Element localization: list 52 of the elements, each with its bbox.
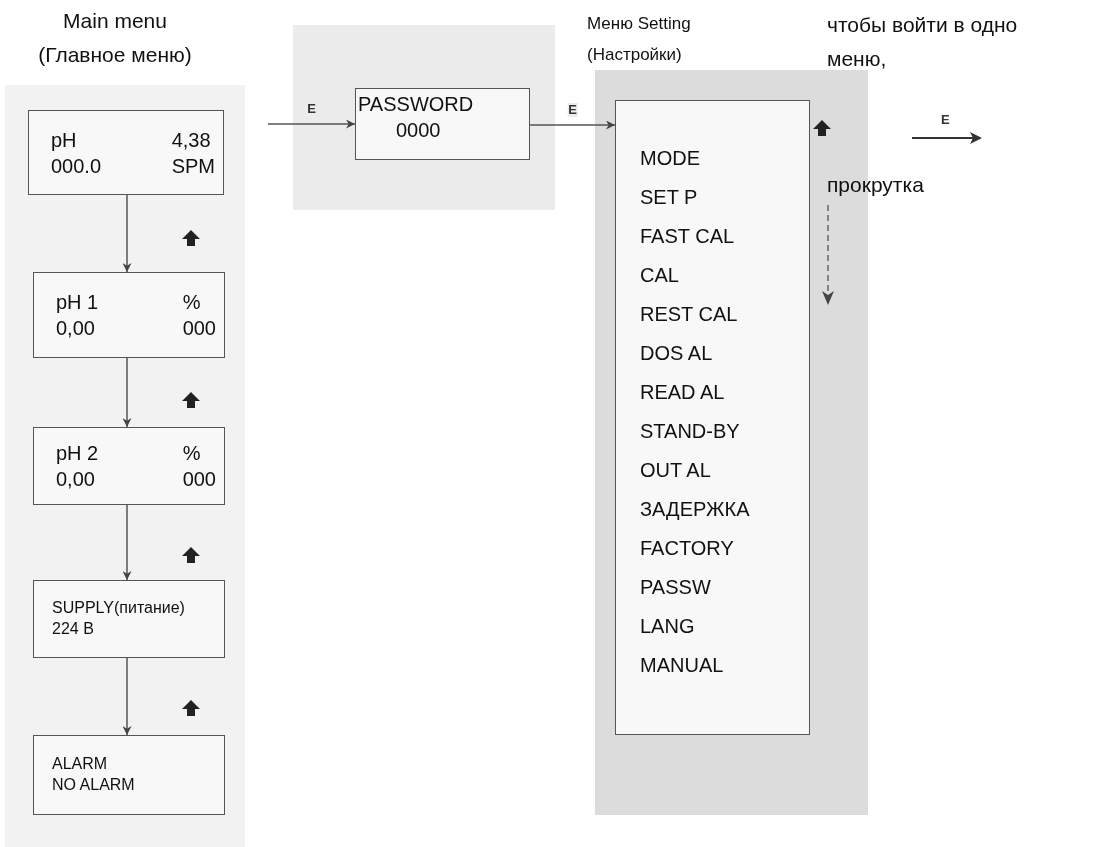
menu-item: PASSW	[640, 575, 712, 600]
arrow	[122, 657, 132, 736]
menu-item: READ AL	[640, 380, 726, 405]
display-text: SUPPLY(питание)	[52, 598, 186, 619]
note-text: чтобы войти в одно меню,	[827, 12, 1019, 72]
arrow	[529, 120, 616, 130]
display-text: pH 2	[56, 441, 100, 466]
display-text: pH	[51, 127, 78, 153]
display-screen	[355, 88, 530, 160]
heading: Main menu (Главное меню)	[37, 8, 193, 68]
arrow	[267, 119, 356, 129]
display-text: 4,38	[171, 127, 212, 153]
heading: Меню Setting (Настройки)	[587, 13, 692, 67]
display-text: NO ALARM	[52, 775, 136, 795]
display-text: 000.0	[51, 153, 103, 179]
menu-item: CAL	[640, 263, 680, 288]
menu-item: LANG	[640, 614, 696, 639]
display-text: %	[182, 441, 202, 466]
arrow	[122, 357, 132, 428]
display-text: 0,00	[56, 316, 96, 341]
menu-item: STAND-BY	[640, 419, 741, 444]
display-text: 000	[182, 316, 216, 341]
menu-item: SET P	[640, 185, 699, 210]
display-text: pH 1	[56, 290, 100, 315]
display-text: PASSWORD	[358, 92, 475, 117]
display-text: ALARM	[52, 754, 109, 775]
edge-label: E	[567, 103, 578, 117]
display-screen	[33, 427, 225, 505]
display-text: %	[182, 290, 202, 315]
display-text: 0000	[396, 118, 442, 143]
display-text: 224 В	[52, 619, 95, 639]
arrow-label: E	[941, 111, 951, 129]
note-text: прокрутка	[827, 172, 925, 198]
arrow	[122, 504, 132, 581]
display-screen	[33, 735, 225, 815]
arrow	[122, 194, 132, 273]
menu-item: FACTORY	[640, 536, 735, 561]
edge-label: E	[306, 102, 317, 116]
menu-item: FAST CAL	[640, 224, 736, 249]
display-text: 0,00	[56, 467, 96, 492]
display-screen	[28, 110, 224, 195]
settings-menu-list	[615, 100, 810, 735]
display-screen	[33, 272, 225, 358]
menu-item: DOS AL	[640, 341, 714, 366]
display-text: 000	[182, 467, 216, 492]
menu-item: MODE	[640, 146, 701, 171]
menu-item: REST CAL	[640, 302, 739, 327]
display-text: SPM	[171, 153, 215, 179]
display-screen	[33, 580, 225, 658]
menu-item: ЗАДЕРЖКА	[640, 497, 751, 522]
menu-item: MANUAL	[640, 653, 725, 678]
menu-item: OUT AL	[640, 458, 712, 483]
